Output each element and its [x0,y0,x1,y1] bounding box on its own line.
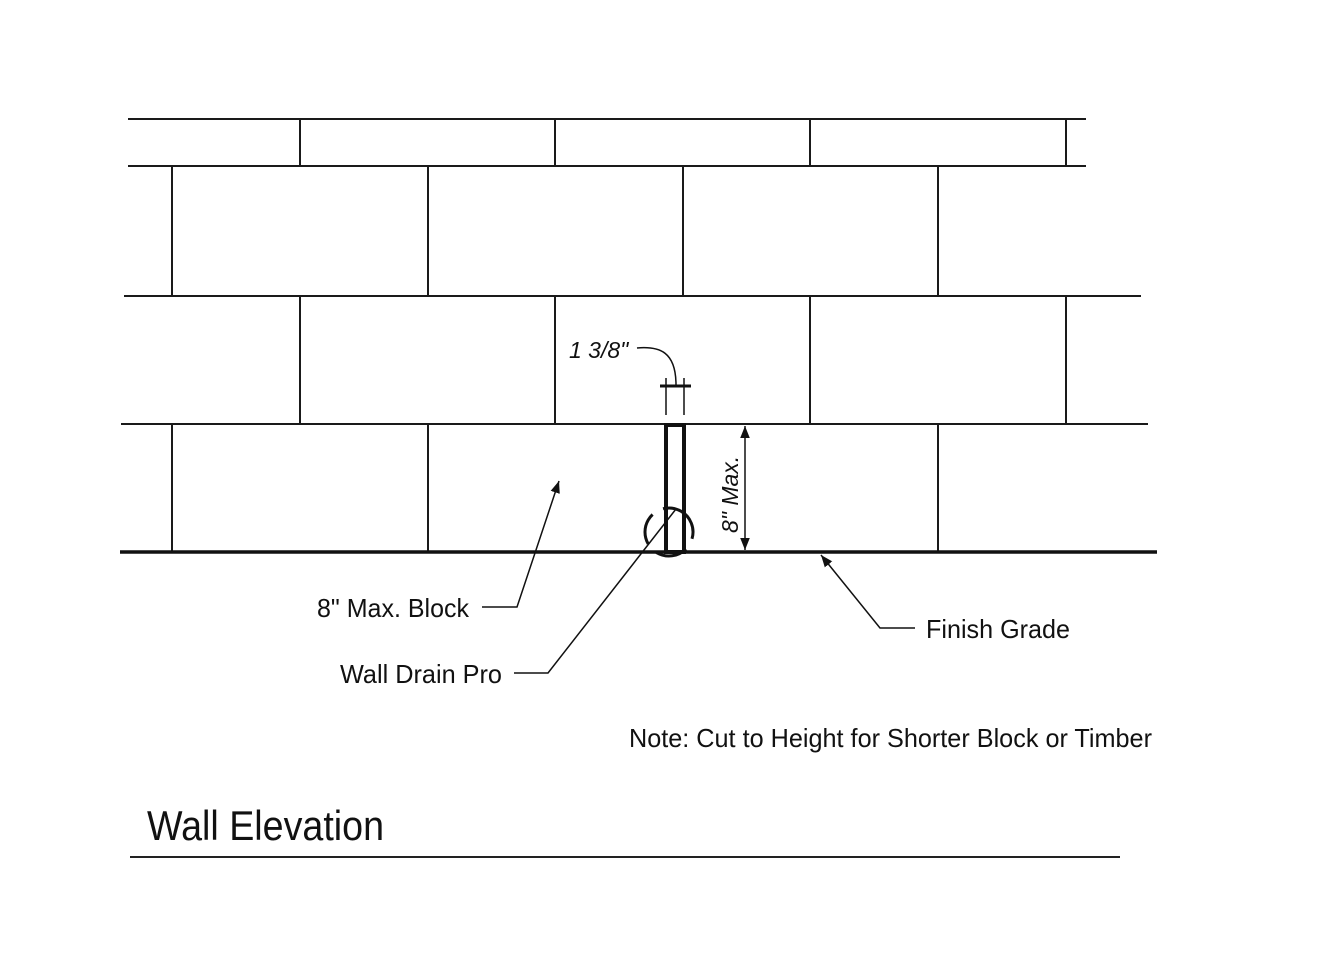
drain-label: Wall Drain Pro [340,659,502,689]
block-leader [482,480,560,608]
grade-label: Finish Grade [926,614,1070,644]
drawing-title: Wall Elevation [147,802,384,849]
width-dimension [636,346,691,415]
dimension-height-label: 8" Max. [717,456,743,533]
dimension-width-label: 1 3/8" [569,337,630,363]
grade-leader [820,554,915,629]
block-label: 8" Max. Block [317,593,470,623]
wall-drain [664,423,686,554]
block-wall [121,118,1148,552]
drain-leader [514,508,677,674]
note-text: Note: Cut to Height for Shorter Block or… [629,723,1152,753]
detail-circle [643,506,695,558]
